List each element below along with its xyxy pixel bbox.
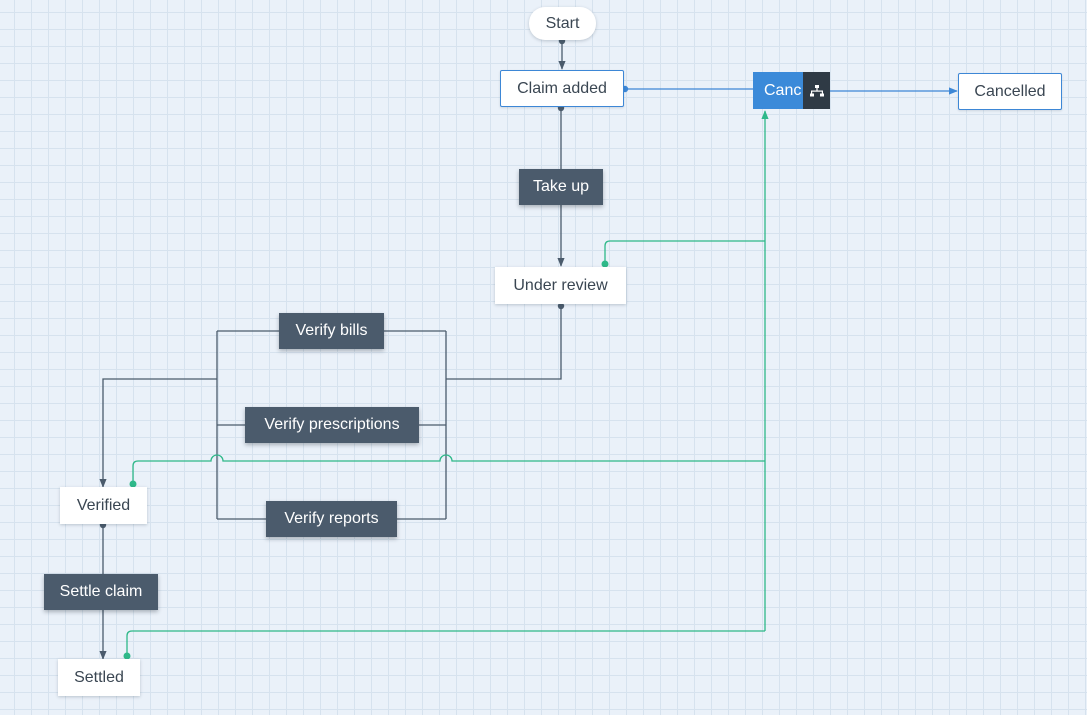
- state-verified[interactable]: Verified: [60, 487, 147, 524]
- state-settled[interactable]: Settled: [58, 659, 140, 696]
- edge-port: [123, 652, 131, 660]
- edge-port: [601, 260, 609, 268]
- hierarchy-icon[interactable]: [803, 72, 830, 109]
- edge-verified-to-cancel: [132, 454, 765, 484]
- transition-take-up[interactable]: Take up: [519, 169, 603, 205]
- transition-cancel[interactable]: Canc: [753, 72, 804, 109]
- state-claim-added[interactable]: Claim added: [500, 70, 624, 107]
- transition-verify-bills[interactable]: Verify bills: [279, 313, 384, 349]
- edge-verifications-to-verified: [99, 378, 217, 488]
- transition-verify-reports[interactable]: Verify reports: [266, 501, 397, 537]
- state-under-review[interactable]: Under review: [495, 267, 626, 304]
- edge-under-review-to-verifications: [446, 305, 562, 380]
- state-start[interactable]: Start: [529, 7, 596, 40]
- hierarchy-icon-glyph: [809, 84, 824, 96]
- edge-port: [129, 480, 137, 488]
- transition-settle-claim[interactable]: Settle claim: [44, 574, 158, 610]
- edge-settled-to-cancel: [126, 630, 765, 656]
- edge-under-review-to-cancel: [604, 240, 765, 264]
- edge-port: [557, 302, 565, 310]
- transition-verify-prescriptions[interactable]: Verify prescriptions: [245, 407, 419, 443]
- state-cancelled[interactable]: Cancelled: [958, 73, 1062, 110]
